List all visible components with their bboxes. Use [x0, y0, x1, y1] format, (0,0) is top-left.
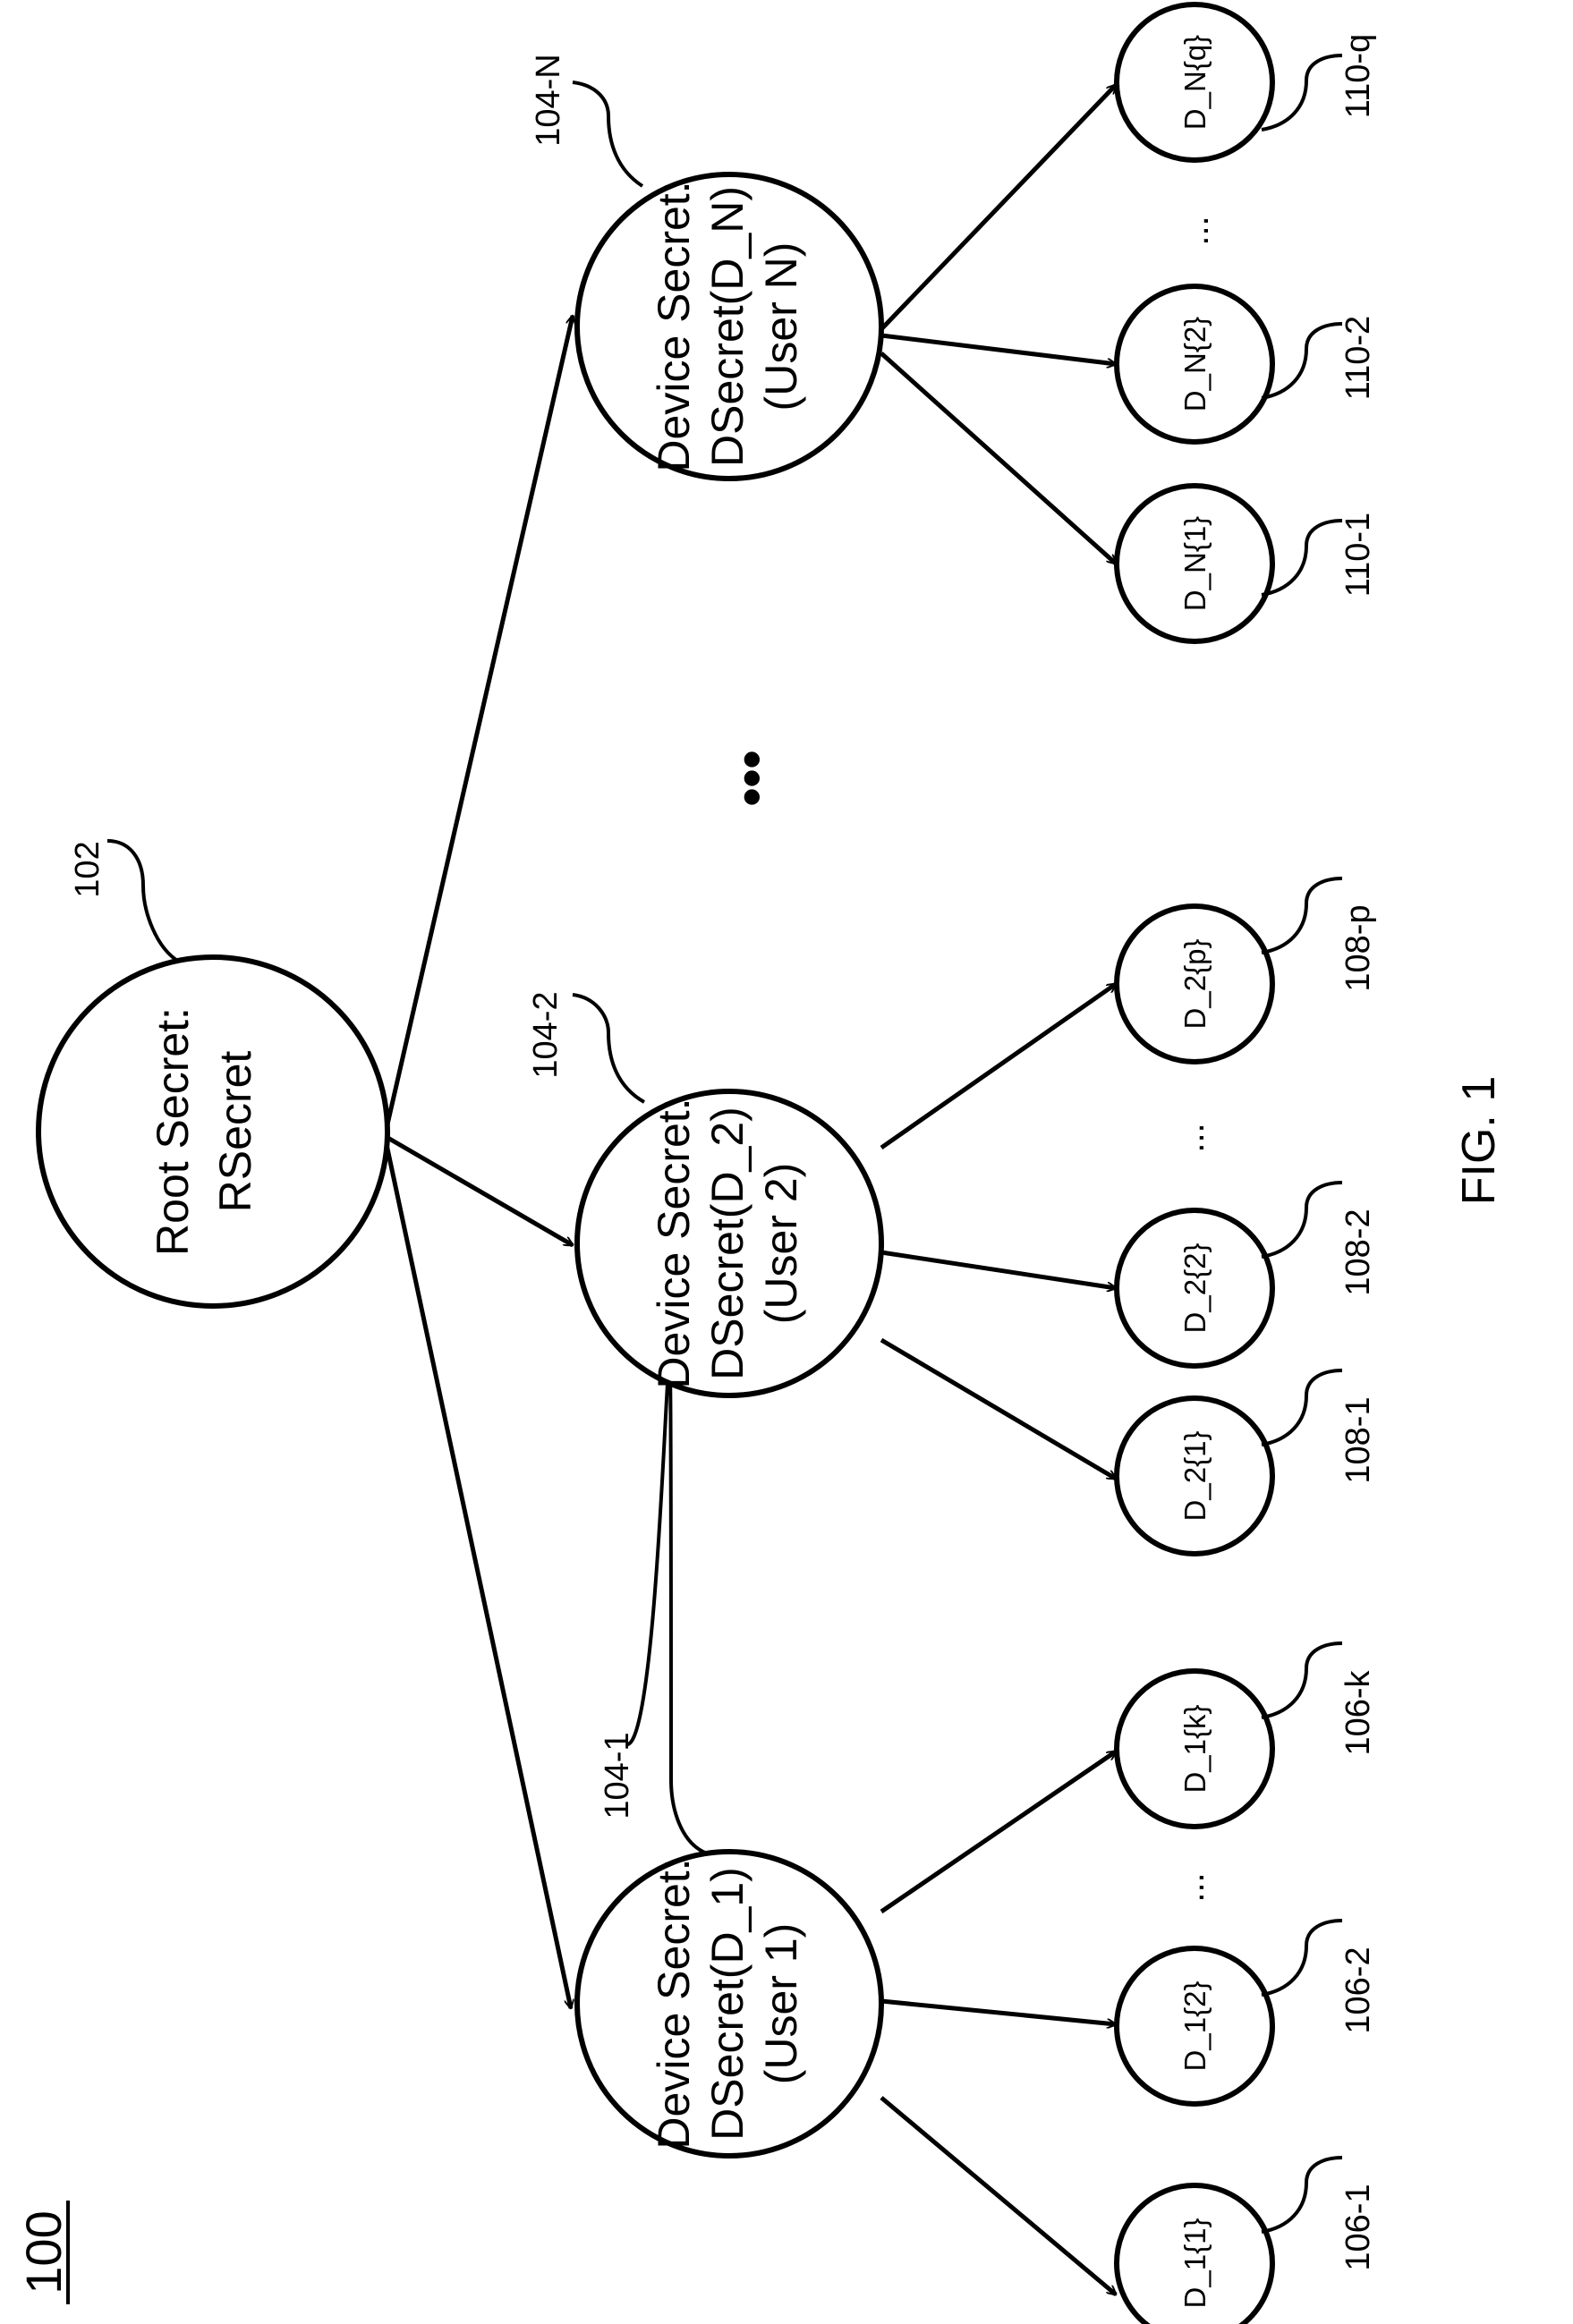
device-node-n: Device Secret: DSecret(D_N) (User N): [577, 174, 881, 479]
leaf-dn-q-label: D_N{q}: [1178, 35, 1212, 130]
edge-root-to-device-2: [385, 1136, 573, 1245]
edge-device-2-to-leaf-2: [881, 1252, 1116, 1288]
leaf-node-dn-q: D_N{q}: [1117, 4, 1272, 160]
leaf-node-d1-1: D_1{1}: [1117, 2185, 1272, 2324]
device-n-ref-leader: [573, 82, 642, 186]
edge-device-1-to-leaf-2: [881, 2001, 1116, 2024]
leaf-node-d2-1: D_2{1}: [1117, 1398, 1272, 1554]
leaf-d1-k-ref-leader: [1262, 1643, 1342, 1718]
leaf-node-dn-1: D_N{1}: [1117, 486, 1272, 641]
device-1-line-1: Device Secret:: [649, 1858, 699, 2149]
leaf-d2-p-label: D_2{p}: [1178, 939, 1212, 1030]
device-1-line-3: (User 1): [756, 1923, 806, 2085]
leaf-d1-k-label: D_1{k}: [1178, 1704, 1212, 1793]
figure-number-text: 100: [15, 2210, 72, 2294]
edge-device-1-to-leaf-1: [881, 2098, 1116, 2294]
edge-device-n-to-leaf-3: [881, 85, 1116, 329]
device-2-line-1: Device Secret:: [649, 1098, 699, 1388]
leaf-node-d2-p: D_2{p}: [1117, 906, 1272, 1062]
root-line-2: RSecret: [210, 1051, 260, 1213]
leaf-d2-2-label: D_2{2}: [1178, 1243, 1212, 1334]
leaf-d1-1-ref-leader: [1262, 2158, 1342, 2232]
device-1-ref-label: 104-1: [599, 1732, 636, 1819]
leaf-node-d2-2: D_2{2}: [1117, 1210, 1272, 1366]
device-n-line-2: DSecret(D_N): [702, 186, 752, 467]
root-ref-label: 102: [69, 841, 106, 897]
leaf-dn-1-label: D_N{1}: [1178, 516, 1212, 611]
edge-device-2-to-leaf-1: [881, 1340, 1116, 1479]
leaf-node-dn-2: D_N{2}: [1117, 286, 1272, 442]
figure-number: 100: [15, 2201, 72, 2304]
device-2-line-3: (User 2): [756, 1163, 806, 1325]
leaf-d2-1-label: D_2{1}: [1178, 1431, 1212, 1522]
device-2-line-2: DSecret(D_2): [702, 1107, 752, 1380]
device-2-ref-leader: [573, 995, 644, 1102]
device-1-line-2: DSecret(D_1): [702, 1867, 752, 2141]
ellipsis-more-users: •••: [721, 750, 781, 806]
leaf-d1-2-ref: 106-2: [1339, 1947, 1377, 2033]
leaf-node-d1-2: D_1{2}: [1117, 1948, 1272, 2104]
leaf-dn-q-ref: 110-q: [1339, 34, 1377, 118]
device-node-1: Device Secret: DSecret(D_1) (User 1): [577, 1852, 881, 2156]
leaf-d2-2-ref-leader: [1262, 1183, 1342, 1257]
leaf-d1-1-ref: 106-1: [1339, 2184, 1377, 2270]
leaf-d2-p-ref: 108-p: [1339, 904, 1377, 991]
edge-root-to-device-1: [385, 1136, 571, 2008]
edge-device-1-to-leaf-3: [881, 1751, 1116, 1912]
ellipsis-dn-leaves: ...: [1177, 216, 1216, 245]
device-n-line-1: Device Secret:: [649, 181, 699, 471]
leaf-d1-k-ref: 106-k: [1339, 1669, 1377, 1755]
device-2-ref-label: 104-2: [527, 991, 565, 1078]
leaf-d2-1-ref-leader: [1262, 1370, 1342, 1445]
leaf-d2-p-ref-leader: [1262, 878, 1342, 953]
edge-device-2-to-leaf-3: [881, 984, 1116, 1148]
edge-device-n-to-leaf-1: [881, 353, 1116, 564]
edge-device-n-to-leaf-2: [881, 335, 1116, 364]
leaf-dn-2-label: D_N{2}: [1178, 317, 1212, 411]
device-n-ref-label: 104-N: [530, 54, 567, 147]
figure-caption: FIG. 1: [1453, 1076, 1505, 1205]
root-node: Root Secret: RSecret: [38, 957, 387, 1306]
device-node-2: Device Secret: DSecret(D_2) (User 2): [577, 1091, 881, 1395]
leaf-d2-1-ref: 108-1: [1339, 1396, 1377, 1483]
leaf-d1-2-label: D_1{2}: [1178, 1981, 1212, 2072]
leaf-d1-1-label: D_1{1}: [1178, 2218, 1212, 2309]
leaf-dn-2-ref: 110-2: [1339, 316, 1377, 400]
leaf-node-d1-k: D_1{k}: [1117, 1671, 1272, 1827]
device-n-line-3: (User N): [756, 242, 806, 411]
leaf-d2-2-ref: 108-2: [1339, 1209, 1377, 1295]
device-1-ref-leader: [626, 1363, 707, 1853]
ellipsis-d2-leaves: ...: [1172, 1123, 1212, 1152]
leaf-dn-1-ref: 110-1: [1339, 513, 1377, 597]
leaf-d1-2-ref-leader: [1262, 1921, 1342, 1995]
root-line-1: Root Secret:: [148, 1007, 198, 1256]
ellipsis-d1-leaves: ...: [1172, 1872, 1212, 1902]
root-ref-leader: [107, 841, 179, 962]
